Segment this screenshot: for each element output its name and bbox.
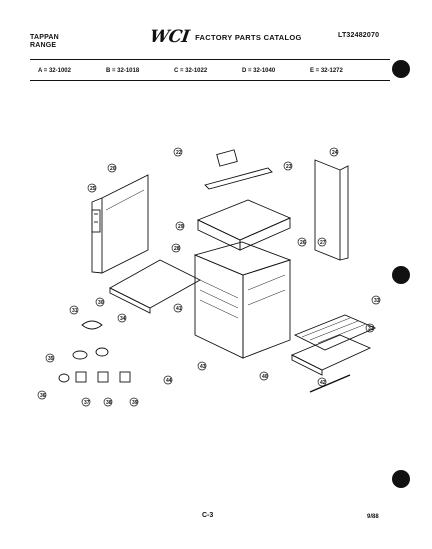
wiring-harness (81, 320, 103, 330)
callout-43: 43 (200, 364, 206, 370)
right-side-panel (314, 159, 349, 261)
small-parts-cluster (58, 347, 131, 383)
callout-30: 30 (98, 300, 104, 306)
model-number: LT32482070 (338, 32, 380, 39)
oven-cabinet (193, 241, 292, 359)
callout-31: 31 (72, 308, 78, 314)
callout-36: 36 (40, 393, 46, 399)
broiler-pan (290, 334, 372, 376)
bottom-pan (109, 259, 201, 314)
callout-26: 26 (300, 240, 306, 246)
binder-hole-middle (392, 266, 410, 284)
hinge-bracket (91, 209, 101, 233)
catalog-date: 9/88 (367, 514, 379, 520)
callout-32: 32 (368, 326, 374, 332)
callout-22: 22 (176, 150, 182, 156)
code-c: C = 32-1022 (174, 68, 208, 74)
code-e: E = 32-1272 (310, 68, 343, 74)
model-code-row: A = 32-1002 B = 32-1018 C = 32-1022 D = … (38, 68, 378, 74)
burner-box (196, 199, 292, 251)
callout-29: 29 (178, 224, 184, 230)
callout-44: 44 (166, 378, 172, 384)
header-rule (30, 59, 390, 60)
binder-hole-bottom (392, 470, 410, 488)
callout-42: 42 (320, 380, 326, 386)
callout-28: 28 (174, 246, 180, 252)
code-a: A = 32-1002 (38, 68, 71, 74)
callout-markers: 20 22 23 24 25 26 27 28 29 30 31 32 33 3… (37, 147, 381, 407)
control-knob (216, 149, 238, 167)
top-trim-strip (204, 167, 273, 190)
callout-39: 39 (132, 400, 138, 406)
code-d: D = 32-1040 (242, 68, 276, 74)
element-tube (309, 374, 351, 393)
code-b: B = 32-1018 (106, 68, 140, 74)
callout-33: 33 (374, 298, 380, 304)
exploded-parts-diagram: 20 22 23 24 25 26 27 28 29 30 31 32 33 3… (37, 147, 381, 407)
callout-37: 37 (84, 400, 90, 406)
callout-23: 23 (286, 164, 292, 170)
callout-24: 24 (332, 150, 338, 156)
callout-25: 25 (90, 186, 96, 192)
catalog-heading: WCI FACTORY PARTS CATALOG (148, 27, 302, 47)
brand-line-1: TAPPAN (30, 34, 59, 41)
code-rule (30, 80, 390, 81)
left-side-panel (91, 174, 149, 274)
callout-41: 41 (176, 306, 182, 312)
binder-hole-top (392, 60, 410, 78)
page-number: C-3 (202, 512, 214, 519)
callout-38: 38 (106, 400, 112, 406)
catalog-title: FACTORY PARTS CATALOG (195, 32, 302, 42)
callout-20: 20 (110, 166, 116, 172)
wci-logo: WCI (148, 27, 191, 47)
brand-line-2: RANGE (30, 42, 57, 49)
callout-40: 40 (262, 374, 268, 380)
callout-35: 35 (48, 356, 54, 362)
callout-27: 27 (320, 240, 326, 246)
brand-name: TAPPAN RANGE (30, 34, 59, 50)
callout-34: 34 (120, 316, 126, 322)
